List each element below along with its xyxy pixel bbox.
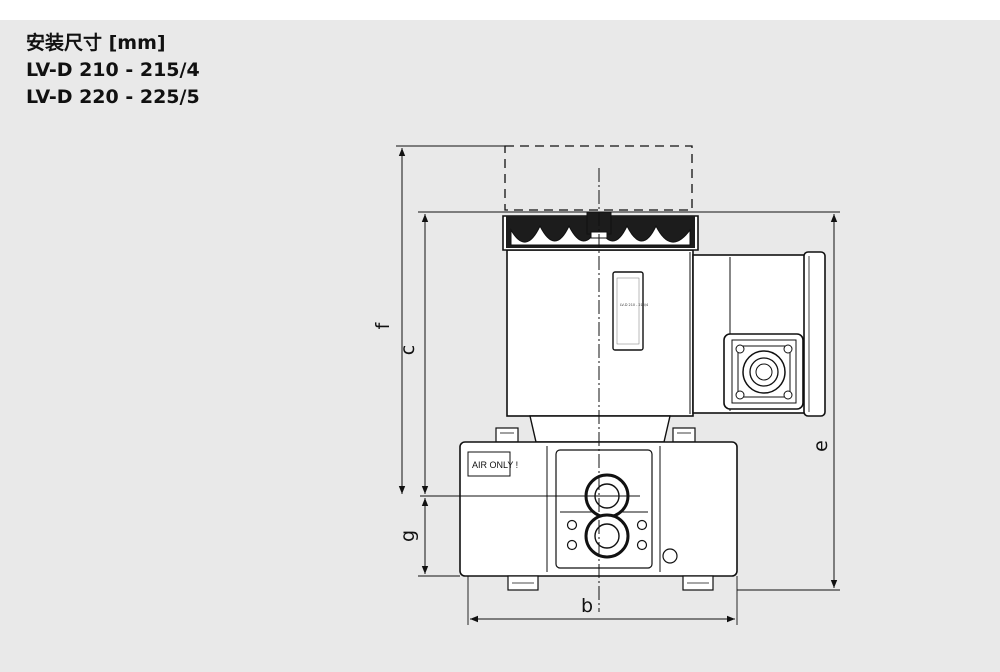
title-line-3: LV-D 220 - 225/5 <box>26 86 200 108</box>
clearance-dashed-outline <box>504 145 693 211</box>
nameplate-line-3: LV-D 210 - 215/4 <box>620 303 648 307</box>
title-block: 安装尺寸 [mm] LV-D 210 - 215/4 LV-D 220 - 22… <box>26 30 200 111</box>
cable-gland <box>723 333 804 410</box>
actuator-cover <box>502 211 699 251</box>
dimension-b-label: b <box>581 595 593 617</box>
title-line-2: LV-D 210 - 215/4 <box>26 59 200 81</box>
dimension-g-label: g <box>397 530 419 542</box>
extension-lines <box>396 145 840 625</box>
title-line-1: 安装尺寸 [mm] <box>26 32 166 54</box>
dimension-f-label: f <box>372 321 394 329</box>
actuator-housing <box>506 249 694 417</box>
actuator-neck <box>495 415 696 443</box>
dimension-c-label: c <box>397 345 419 355</box>
mounting-feet <box>507 575 714 591</box>
dimension-e-label: e <box>810 440 832 452</box>
air-only-text: AIR ONLY ! <box>472 460 518 470</box>
air-only-label: AIR ONLY ! <box>467 451 518 477</box>
nameplate: LV-D 210 - 215/4 <box>612 271 648 351</box>
